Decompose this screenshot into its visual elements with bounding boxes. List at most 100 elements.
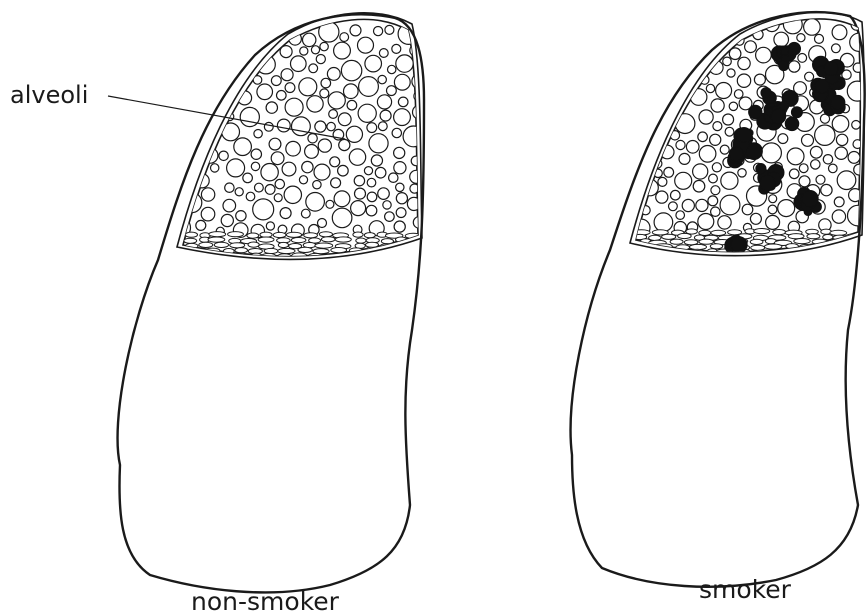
alveolus — [745, 41, 757, 53]
alveolus — [246, 192, 255, 201]
alveolus — [200, 98, 210, 108]
damaged-alveolus — [785, 117, 799, 131]
alveolus — [711, 99, 724, 112]
alveolus — [358, 37, 374, 53]
alveolus — [221, 214, 233, 226]
alveolus — [334, 191, 350, 207]
alveolus — [214, 36, 224, 46]
alveolus — [676, 140, 685, 149]
alveolus — [198, 76, 208, 86]
alveolus — [675, 56, 691, 72]
alveolus — [636, 74, 645, 83]
alveolus — [255, 183, 264, 192]
alveolus — [280, 46, 292, 58]
alveolus — [768, 205, 777, 214]
smoker-lung — [571, 12, 868, 587]
alveolus — [307, 96, 323, 112]
alveolus — [742, 204, 753, 215]
alveolus — [201, 29, 214, 42]
alveolus — [309, 64, 318, 73]
alveolus — [394, 109, 411, 126]
alveolus — [656, 191, 668, 203]
alveolus — [284, 186, 301, 203]
flattened-alveolus — [754, 229, 770, 234]
alveolus — [292, 117, 311, 136]
alveolus — [236, 211, 246, 221]
alveolus — [394, 162, 406, 174]
alveolus — [235, 188, 243, 196]
flattened-alveolus — [235, 248, 248, 253]
alveolus — [832, 25, 847, 40]
alveolus — [315, 121, 326, 132]
alveolus — [633, 144, 642, 153]
damaged-alveolus — [731, 237, 747, 253]
flattened-alveolus — [807, 234, 820, 239]
alveolus — [789, 169, 799, 179]
alveolus — [375, 167, 386, 178]
alveolus — [664, 167, 674, 177]
alveolus — [729, 48, 741, 60]
alveolus — [799, 176, 810, 187]
alveolus — [711, 207, 720, 216]
alveolus — [385, 212, 395, 222]
alveolus — [253, 199, 274, 220]
flattened-alveolus — [751, 245, 765, 250]
alveolus — [320, 42, 328, 50]
flattened-alveolus — [199, 242, 213, 247]
alveolus — [271, 76, 281, 86]
alveolus — [698, 132, 708, 142]
alveolus — [852, 121, 861, 130]
alveolus — [308, 134, 317, 143]
alveolus — [848, 152, 860, 164]
flattened-alveolus — [364, 233, 375, 238]
alveolus — [693, 164, 708, 179]
flattened-alveolus — [315, 243, 333, 248]
flattened-alveolus — [670, 239, 683, 244]
flattened-alveolus — [286, 232, 301, 237]
alveolus — [227, 159, 245, 177]
alveolus — [836, 134, 847, 145]
flattened-alveolus — [335, 237, 351, 242]
alveolus — [208, 78, 219, 89]
alveolus — [394, 221, 405, 232]
alveolus — [654, 213, 673, 232]
alveolus — [285, 98, 303, 116]
alveolus — [208, 66, 218, 76]
alveolus — [344, 84, 359, 99]
alveolus — [738, 169, 746, 177]
alveolus — [815, 125, 835, 145]
alveolus — [396, 208, 406, 218]
alveolus — [691, 28, 701, 38]
alveolus — [379, 49, 388, 58]
alveolus — [264, 122, 273, 131]
alveolus — [723, 114, 734, 125]
alveolus — [180, 117, 194, 131]
alveolus — [729, 102, 737, 110]
alveolus — [274, 194, 282, 202]
alveolus — [367, 178, 376, 187]
alveolus — [349, 149, 365, 165]
flattened-alveolus — [185, 232, 197, 237]
alveolus — [311, 46, 319, 54]
non-smoker-caption: non-smoker — [191, 587, 340, 615]
alveolus — [316, 55, 325, 64]
alveolus — [706, 84, 714, 92]
alveolus — [201, 207, 215, 221]
flattened-alveolus — [291, 238, 306, 243]
alveolus — [761, 143, 781, 163]
alveolus — [365, 55, 382, 72]
alveolus — [832, 116, 849, 133]
alveolus — [175, 78, 195, 98]
alveolus — [387, 86, 397, 96]
alveolus — [699, 110, 713, 124]
flattened-alveolus — [184, 238, 197, 243]
alveolus — [367, 192, 377, 202]
damaged-alveolus — [802, 191, 818, 207]
alveolus — [261, 164, 278, 181]
alveolus — [364, 167, 372, 175]
alveolus — [711, 186, 720, 195]
alveolus — [805, 72, 814, 81]
non-smoker-lung — [118, 13, 428, 593]
alveolus — [766, 215, 780, 229]
alveolus — [371, 155, 382, 166]
